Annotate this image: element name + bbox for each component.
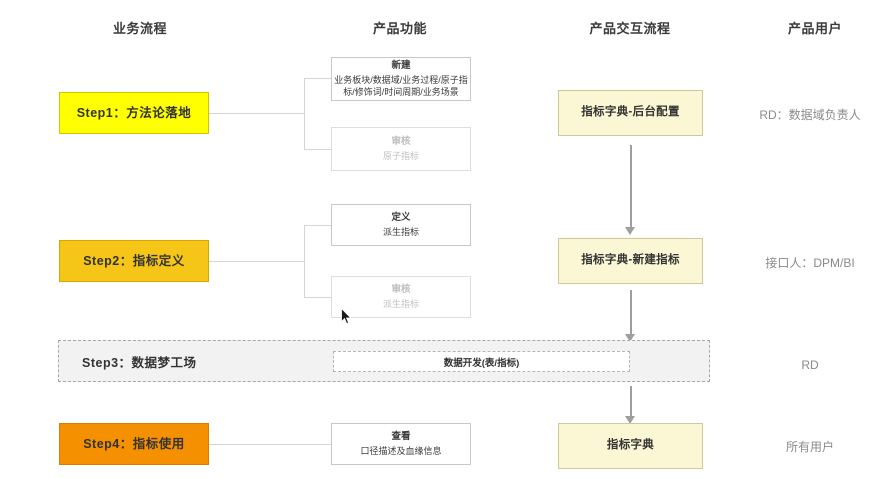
flow-box-4-label: 指标字典: [606, 439, 655, 452]
function-box-2-1[interactable]: 定义 派生指标: [331, 204, 471, 246]
function-box-4-1-title: 查看: [391, 431, 411, 443]
connector-step1-trunk: [304, 78, 305, 149]
arrow-flow-1-to-2: [625, 145, 636, 235]
flow-box-2[interactable]: 指标字典-新建指标: [558, 238, 703, 284]
function-box-4-1[interactable]: 查看 口径描述及血缘信息: [331, 423, 471, 465]
step-box-4[interactable]: Step4：指标使用: [59, 423, 209, 465]
function-box-2-1-sub: 派生指标: [382, 226, 419, 237]
function-box-4-1-sub: 口径描述及血缘信息: [360, 445, 442, 456]
function-box-1-2-sub: 原子指标: [382, 150, 419, 161]
function-box-1-2[interactable]: 审核 原子指标: [331, 127, 471, 171]
flow-box-1[interactable]: 指标字典-后台配置: [558, 90, 703, 136]
function-box-2-2[interactable]: 审核 派生指标: [331, 276, 471, 318]
arrow-flow-2-to-3: [625, 290, 636, 342]
function-box-1-1[interactable]: 新建 业务板块/数据域/业务过程/原子指标/修饰词/时间周期/业务场景: [331, 57, 471, 101]
flow-box-1-label: 指标字典-后台配置: [581, 106, 680, 119]
step-box-2-label: Step2：指标定义: [83, 253, 185, 268]
mouse-cursor-icon: [341, 308, 352, 325]
function-box-2-2-title: 审核: [391, 284, 411, 296]
connector-step2-branch-bottom: [304, 297, 331, 298]
arrow-flow-3-to-4: [625, 386, 636, 424]
connector-step2-branch-top: [304, 225, 331, 226]
flow-box-2-label: 指标字典-新建指标: [581, 254, 680, 267]
function-box-3-1[interactable]: 数据开发(表/指标): [333, 351, 630, 372]
connector-step4-stem: [209, 444, 331, 445]
connector-step1-branch-top: [304, 78, 331, 79]
function-box-2-2-sub: 派生指标: [382, 298, 419, 309]
function-box-1-2-title: 审核: [391, 136, 411, 148]
step-box-2[interactable]: Step2：指标定义: [59, 240, 209, 282]
function-box-1-1-title: 新建: [391, 59, 411, 71]
user-label-1: RD：数据域负责人: [759, 108, 861, 122]
connector-step1-stem: [209, 113, 304, 114]
column-header-product-user: 产品用户: [787, 21, 842, 36]
connector-step2-stem: [209, 261, 304, 262]
column-header-business-process: 业务流程: [112, 21, 167, 36]
connector-step1-branch-bottom: [304, 149, 331, 150]
user-label-4: 所有用户: [785, 440, 834, 454]
user-label-3: RD: [801, 358, 819, 372]
step-box-3-label: Step3：数据梦工场: [82, 356, 197, 370]
user-label-2: 接口人：DPM/BI: [765, 256, 855, 270]
function-box-3-1-title: 数据开发(表/指标): [443, 357, 520, 369]
column-header-product-function: 产品功能: [372, 21, 427, 36]
flow-box-4[interactable]: 指标字典: [558, 423, 703, 469]
function-box-1-1-sub: 业务板块/数据域/业务过程/原子指标/修饰词/时间周期/业务场景: [334, 74, 468, 97]
step-box-4-label: Step4：指标使用: [83, 436, 185, 451]
connector-step2-trunk: [304, 225, 305, 297]
step-box-1[interactable]: Step1：方法论落地: [59, 92, 209, 134]
column-header-interaction-flow: 产品交互流程: [589, 21, 671, 36]
function-box-2-1-title: 定义: [391, 212, 411, 224]
step-box-1-label: Step1：方法论落地: [76, 105, 192, 120]
